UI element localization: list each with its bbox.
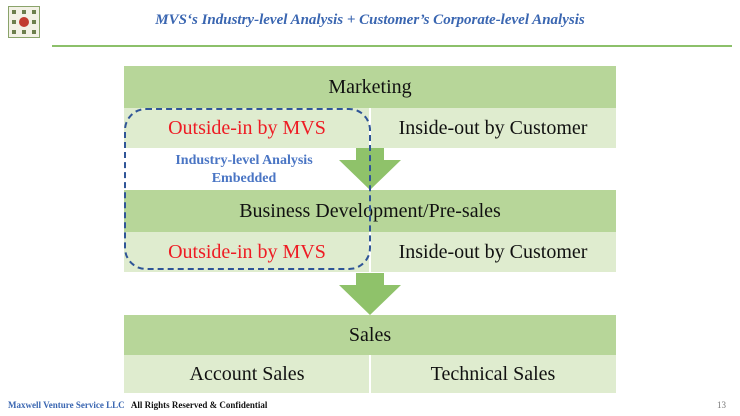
footer: Maxwell Venture Service LLC All Rights R… [8,400,267,410]
business-development-outside-in-cell: Outside-in by MVS [124,232,370,272]
sales-cell-divider [369,355,371,393]
marketing-inside-out-cell: Inside-out by Customer [370,108,616,148]
footer-company: Maxwell Venture Service LLC [8,400,125,410]
business-development-inside-out-cell: Inside-out by Customer [370,232,616,272]
embedded-analysis-note: Industry-level Analysis Embedded [144,152,344,188]
marketing-outside-in-cell: Outside-in by MVS [124,108,370,148]
account-sales-cell: Account Sales [124,355,370,393]
footer-rights: All Rights Reserved & Confidential [130,400,268,410]
page-number: 13 [717,400,726,410]
down-arrow-icon [339,273,401,315]
sales-header: Sales [124,315,616,355]
slide-title: MVS‘s Industry-level Analysis + Customer… [155,12,585,28]
title-divider [52,45,732,47]
technical-sales-cell: Technical Sales [370,355,616,393]
embedded-note-line2: Embedded [211,171,277,186]
outside-in-highlight-outline [124,108,371,270]
marketing-header: Marketing [124,66,616,108]
embedded-note-line1: Industry-level Analysis [175,153,313,168]
company-logo [8,6,40,38]
